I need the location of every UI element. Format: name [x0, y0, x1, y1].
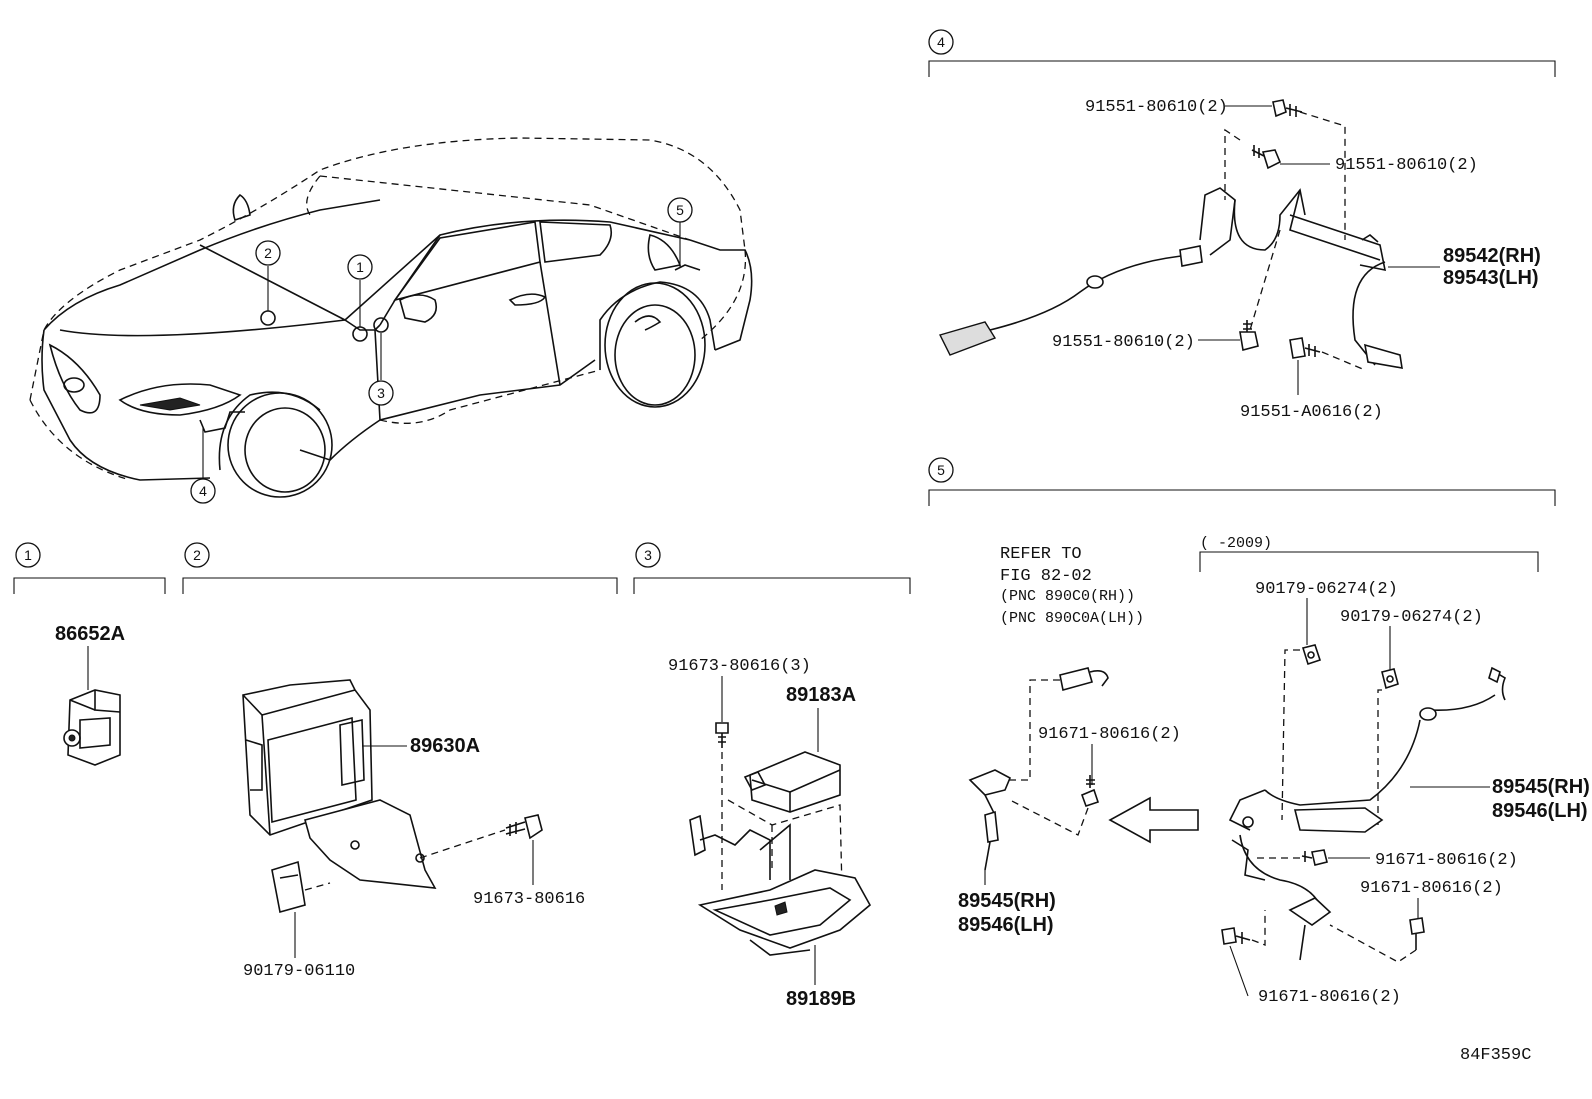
- bolt-91671-80616-r1: 91671-80616(2): [1375, 851, 1518, 870]
- svg-text:2: 2: [193, 547, 201, 563]
- part-89183A-drawing: [743, 751, 841, 813]
- callout-4: 4: [190, 478, 216, 504]
- bolt-91551-A0616: 91551-A0616(2): [1240, 403, 1383, 422]
- figure-code: 84F359C: [1460, 1046, 1531, 1065]
- part-89545-left-drawing: [968, 769, 1012, 871]
- refer-text-line3: (PNC 890C0(RH)): [1000, 588, 1135, 605]
- section-2: 2 89630A 91673-80616 90: [182, 542, 618, 981]
- bolt-91671-80616-r2: 91671-80616(2): [1360, 879, 1503, 898]
- part-90179-06110: 90179-06110: [243, 962, 355, 981]
- part-89189B-drawing: [689, 814, 872, 956]
- part-89542-drawing: [938, 187, 1403, 369]
- part-91673-80616-3: 91673-80616(3): [668, 657, 811, 676]
- svg-text:4: 4: [199, 483, 207, 499]
- section-3: 3 91673-80616(3) 89183A 89189B: [633, 542, 911, 1010]
- part-89543-lh: 89543(LH): [1443, 267, 1539, 289]
- part-89183A: 89183A: [786, 684, 856, 706]
- svg-text:2: 2: [264, 245, 272, 261]
- part-89542-rh: 89542(RH): [1443, 245, 1541, 267]
- bolt-91551-80610-upper-right: 91551-80610(2): [1335, 156, 1478, 175]
- svg-text:3: 3: [377, 385, 385, 401]
- callout-5: 5: [667, 197, 693, 223]
- refer-text-line4: (PNC 890C0A(LH)): [1000, 610, 1144, 627]
- bolt-91671-80616-r3: 91671-80616(2): [1258, 988, 1401, 1007]
- bolt-91551-80610-lower: 91551-80610(2): [1052, 333, 1195, 352]
- bolt-91551-80610-top: 91551-80610(2): [1085, 98, 1228, 117]
- part-89545-rh-right: 89545(RH): [1492, 776, 1590, 798]
- part-89546-lh-left: 89546(LH): [958, 914, 1054, 936]
- svg-text:5: 5: [937, 462, 945, 478]
- part-89630A: 89630A: [410, 735, 480, 757]
- bolt-91673-80616-drawing: [505, 814, 543, 840]
- part-89630A-drawing: [242, 679, 437, 914]
- part-89546-lh-right: 89546(LH): [1492, 800, 1588, 822]
- section-1: 1 86652A: [13, 542, 166, 766]
- callout-3: 3: [368, 380, 394, 406]
- section-5: 5 REFER TO FIG 82-02 (PNC 890C0(RH)) (PN…: [928, 457, 1590, 1007]
- svg-text:3: 3: [644, 547, 652, 563]
- callout-2: 2: [255, 240, 281, 266]
- part-86652A-drawing: [63, 689, 121, 766]
- refer-text-line1: REFER TO: [1000, 545, 1082, 564]
- svg-text:1: 1: [356, 259, 364, 275]
- part-89545-rh-left: 89545(RH): [958, 890, 1056, 912]
- part-91673-80616: 91673-80616: [473, 890, 585, 909]
- svg-text:4: 4: [937, 34, 945, 50]
- part-89545-right-drawing: [1228, 666, 1507, 961]
- part-86652A: 86652A: [55, 623, 125, 645]
- callout-1: 1: [347, 254, 373, 280]
- part-89189B: 89189B: [786, 988, 856, 1010]
- car-overview: [29, 137, 753, 498]
- clip-90179-06274-2: 90179-06274(2): [1340, 608, 1483, 627]
- svg-text:1: 1: [24, 547, 32, 563]
- clip-90179-06274-1: 90179-06274(2): [1255, 580, 1398, 599]
- callout-leaders: [202, 222, 681, 478]
- section-4: 4 91551-80610(2) 91551-80610(2) 8: [928, 29, 1556, 422]
- range-label: ( -2009): [1200, 535, 1272, 552]
- svg-text:5: 5: [676, 202, 684, 218]
- bolt-91671-80616-mid: 91671-80616(2): [1038, 725, 1181, 744]
- refer-text-line2: FIG 82-02: [1000, 567, 1092, 586]
